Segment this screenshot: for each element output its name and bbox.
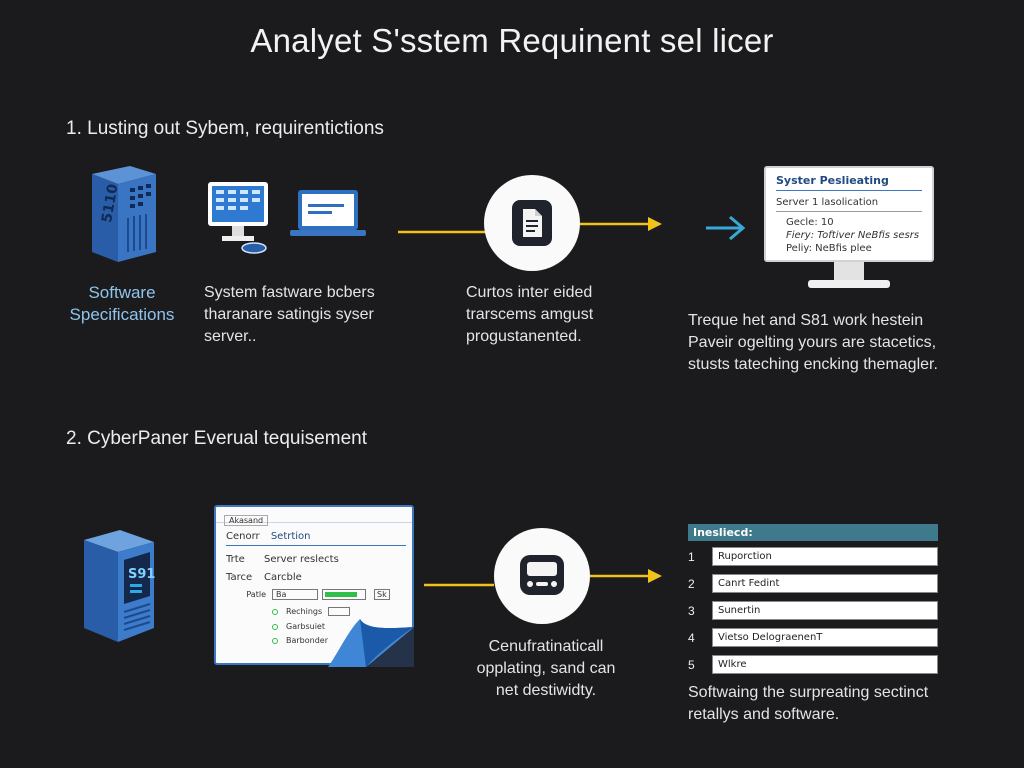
- server-tower-icon: 5110: [84, 166, 160, 267]
- document-circle-icon: [484, 175, 580, 271]
- monitor-stand: [808, 280, 890, 288]
- page-curl-icon: [326, 617, 416, 672]
- monitor-neck: [834, 262, 864, 280]
- radio-icon[interactable]: [272, 608, 278, 615]
- list-item: 1 Ruporction: [688, 547, 938, 566]
- list-item: 4 Vietso DelograenenT: [688, 628, 938, 647]
- flow-arrow-4: [590, 566, 664, 591]
- monitor-row: Peliy: NeBfis plee: [786, 243, 872, 254]
- monitor-subheader: Server 1 lasolication: [776, 197, 922, 212]
- list-item: 5 Wlkre: [688, 655, 938, 674]
- window-option[interactable]: Rechings: [272, 607, 402, 616]
- page-title: Analyet S'sstem Requinent sel licer: [250, 22, 774, 59]
- radio-icon[interactable]: [272, 623, 278, 630]
- col2-caption: System fastware bcbers tharanare satingi…: [204, 284, 375, 345]
- window-end-field[interactable]: Sk: [374, 589, 390, 600]
- section-1-heading: 1. Lusting out Sybem, requirentictions: [66, 118, 384, 139]
- section2-col3-caption: Cenufratinaticall opplating, sand can ne…: [476, 638, 616, 699]
- monitor-row: Gecle: 10: [786, 217, 834, 228]
- section2-col4-caption: Softwaing the surpreating sectinct retal…: [688, 684, 929, 723]
- flow-arrow-1: [398, 222, 488, 240]
- window-tab[interactable]: Akasand: [224, 515, 269, 526]
- desktop-monitor-icon: [206, 180, 270, 261]
- spec-monitor: Syster Peslieating Server 1 lasolication…: [764, 166, 934, 262]
- list-item: 3 Sunertin: [688, 601, 938, 620]
- cyan-arrow-icon: [704, 214, 748, 247]
- window-row: Patle Ba Sk: [226, 589, 402, 600]
- flow-arrow-2: [580, 214, 664, 239]
- window-option[interactable]: Barbonder: [272, 636, 402, 645]
- window-progress-field[interactable]: [322, 589, 366, 600]
- window-tab-bar: Akasand: [216, 507, 412, 526]
- monitor-row: Fiery: Toftiver NeBfis sesrs: [786, 230, 920, 241]
- list-item: 2 Canrt Fedint: [688, 574, 938, 593]
- monitor-header: Syster Peslieating: [776, 174, 922, 191]
- window-text-field[interactable]: Ba: [272, 589, 318, 600]
- flow-arrow-3: [424, 575, 494, 593]
- server-label: S91: [128, 567, 155, 582]
- section-2-heading: 2. CyberPaner Everual tequisement: [66, 428, 367, 449]
- server-label: 5110: [99, 183, 122, 224]
- window-option[interactable]: Garbsuiet: [272, 622, 402, 631]
- window-header: Cenorr Setrtion: [226, 531, 406, 546]
- radio-icon[interactable]: [272, 637, 278, 644]
- col3-caption: Curtos inter eided trarscems amgust prog…: [466, 284, 594, 345]
- device-circle-icon: [494, 528, 590, 624]
- laptop-icon: [290, 188, 366, 245]
- requirements-list: Inesliecd: 1 Ruporction 2 Canrt Fedint 3…: [688, 524, 938, 674]
- list-header: Inesliecd:: [688, 524, 938, 541]
- col4-caption: Treque het and S81 work hestein Paveir o…: [688, 312, 938, 373]
- server-tower-icon: S91: [80, 530, 156, 647]
- col1-caption: Software Specifications: [69, 283, 175, 324]
